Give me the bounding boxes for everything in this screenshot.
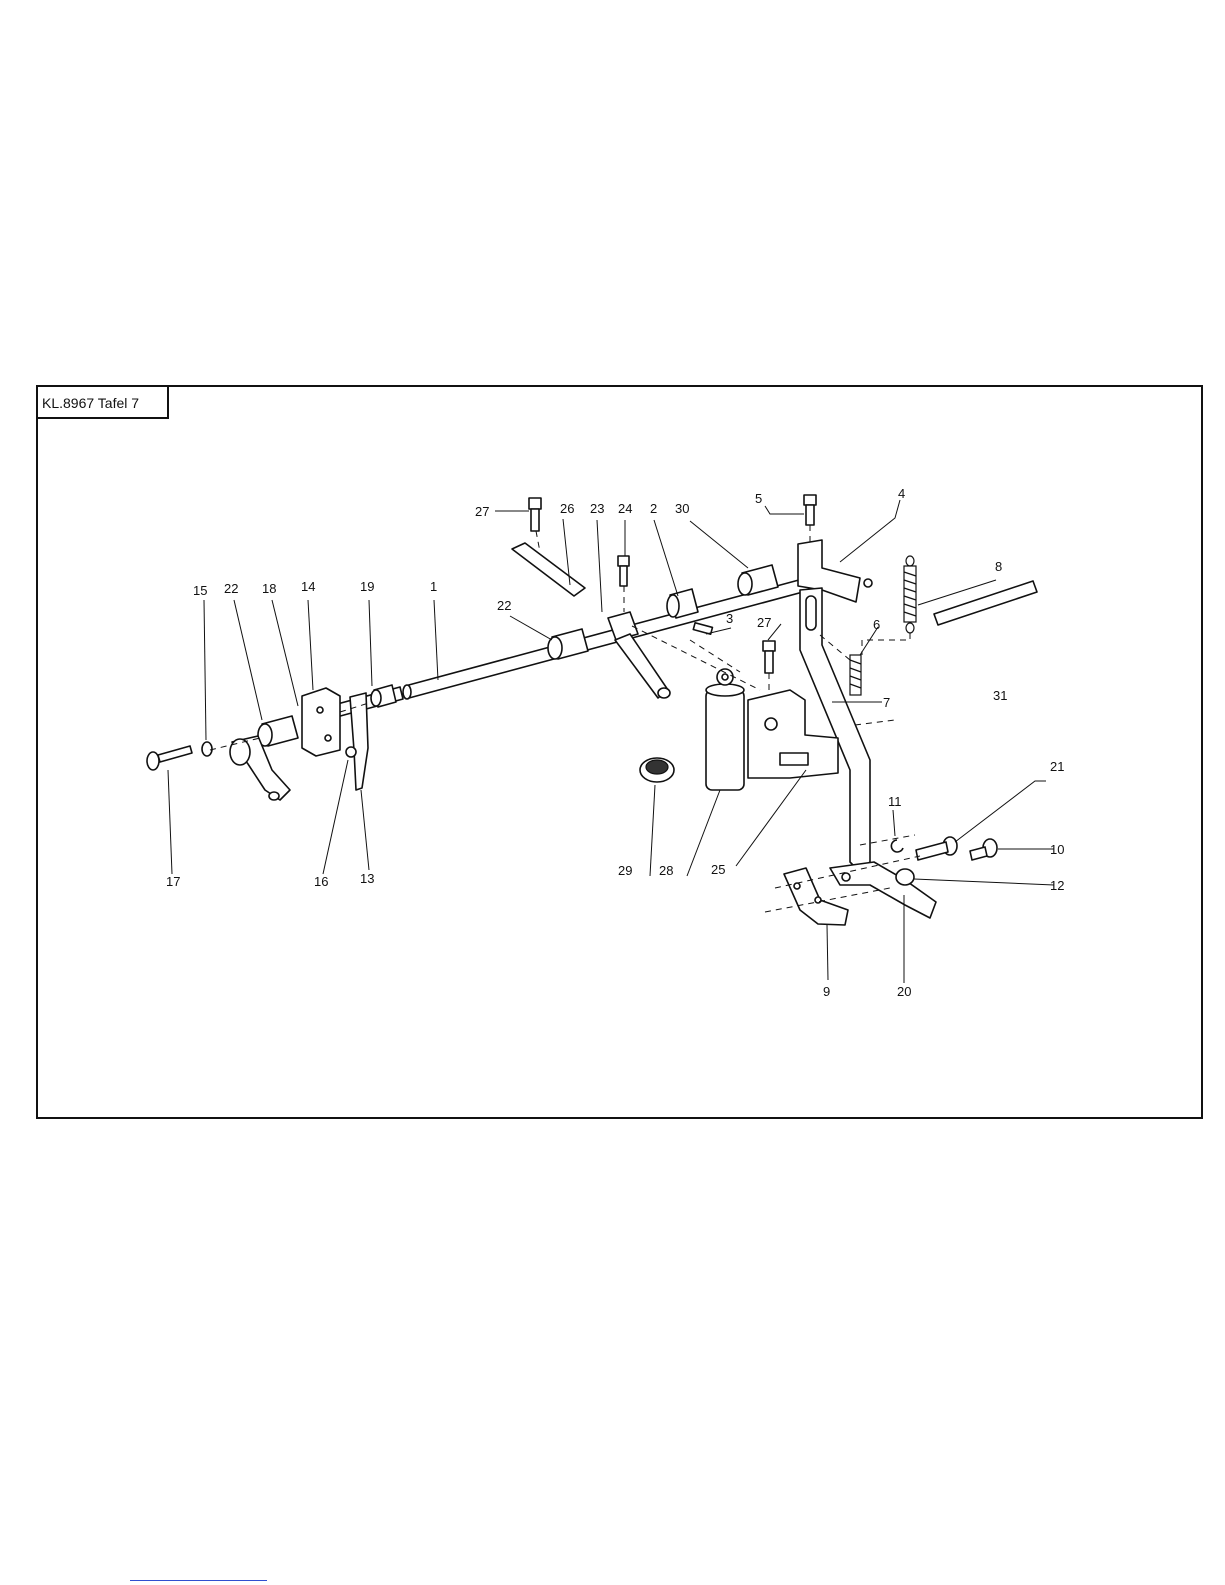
- callout-17: 17: [166, 874, 180, 889]
- callout-5: 5: [755, 491, 762, 506]
- part-16-pin: [346, 747, 356, 757]
- part-22-bushing-left: [258, 716, 298, 746]
- callout-30: 30: [675, 501, 689, 516]
- callout-2: 2: [650, 501, 657, 516]
- part-24-screw: [618, 556, 629, 586]
- part-17-screw: [147, 746, 192, 770]
- callout-22-center: 22: [497, 598, 511, 613]
- callout-22-left: 22: [224, 581, 238, 596]
- callout-27-middle: 27: [757, 615, 771, 630]
- part-28-cylinder: [706, 669, 744, 790]
- part-3-screw: [693, 623, 712, 634]
- callout-27-top: 27: [475, 504, 489, 519]
- callout-4: 4: [898, 486, 905, 501]
- part-26-key: [512, 543, 585, 596]
- part-2-collar: [667, 589, 698, 618]
- part-crank-left: [230, 736, 290, 800]
- part-10-screw: [970, 839, 997, 860]
- part-27-screw-top: [529, 498, 541, 531]
- callout-6: 6: [873, 617, 880, 632]
- callout-20: 20: [897, 984, 911, 999]
- callout-10: 10: [1050, 842, 1064, 857]
- part-22-bushing-center: [548, 629, 588, 659]
- callout-13: 13: [360, 871, 374, 886]
- part-11-clip: [891, 840, 903, 852]
- part-6-spring: [850, 655, 861, 695]
- part-7-lever: [800, 588, 870, 870]
- callout-26: 26: [560, 501, 574, 516]
- part-12-washer: [896, 869, 914, 885]
- plate-label: KL.8967 Tafel 7: [42, 395, 139, 411]
- callout-28: 28: [659, 863, 673, 878]
- callout-29: 29: [618, 863, 632, 878]
- callout-31: 31: [993, 688, 1007, 703]
- callout-7: 7: [883, 695, 890, 710]
- part-14-block: [302, 688, 340, 756]
- callout-labels: 27 26 23 24 2 30 5 4 8 15 22 18 14 19 1 …: [166, 486, 1064, 999]
- callout-24: 24: [618, 501, 632, 516]
- callout-16: 16: [314, 874, 328, 889]
- part-19-bushing: [371, 685, 396, 707]
- callout-21: 21: [1050, 759, 1064, 774]
- callout-23: 23: [590, 501, 604, 516]
- callout-19: 19: [360, 579, 374, 594]
- part-29-knurled-nut: [640, 758, 674, 782]
- part-5-screw: [804, 495, 816, 525]
- callout-11: 11: [888, 794, 902, 809]
- part-27-screw-middle: [763, 641, 775, 673]
- part-21-screw: [916, 837, 957, 860]
- callout-1: 1: [430, 579, 437, 594]
- part-15-washer: [202, 742, 212, 756]
- callout-15: 15: [193, 583, 207, 598]
- part-31-rod: [934, 581, 1037, 625]
- callout-25: 25: [711, 862, 725, 877]
- callout-14: 14: [301, 579, 315, 594]
- callout-12: 12: [1050, 878, 1064, 893]
- footer-rule: [130, 1580, 267, 1581]
- callout-9: 9: [823, 984, 830, 999]
- part-8-spring: [904, 556, 916, 633]
- callout-3: 3: [726, 611, 733, 626]
- callout-8: 8: [995, 559, 1002, 574]
- callout-18: 18: [262, 581, 276, 596]
